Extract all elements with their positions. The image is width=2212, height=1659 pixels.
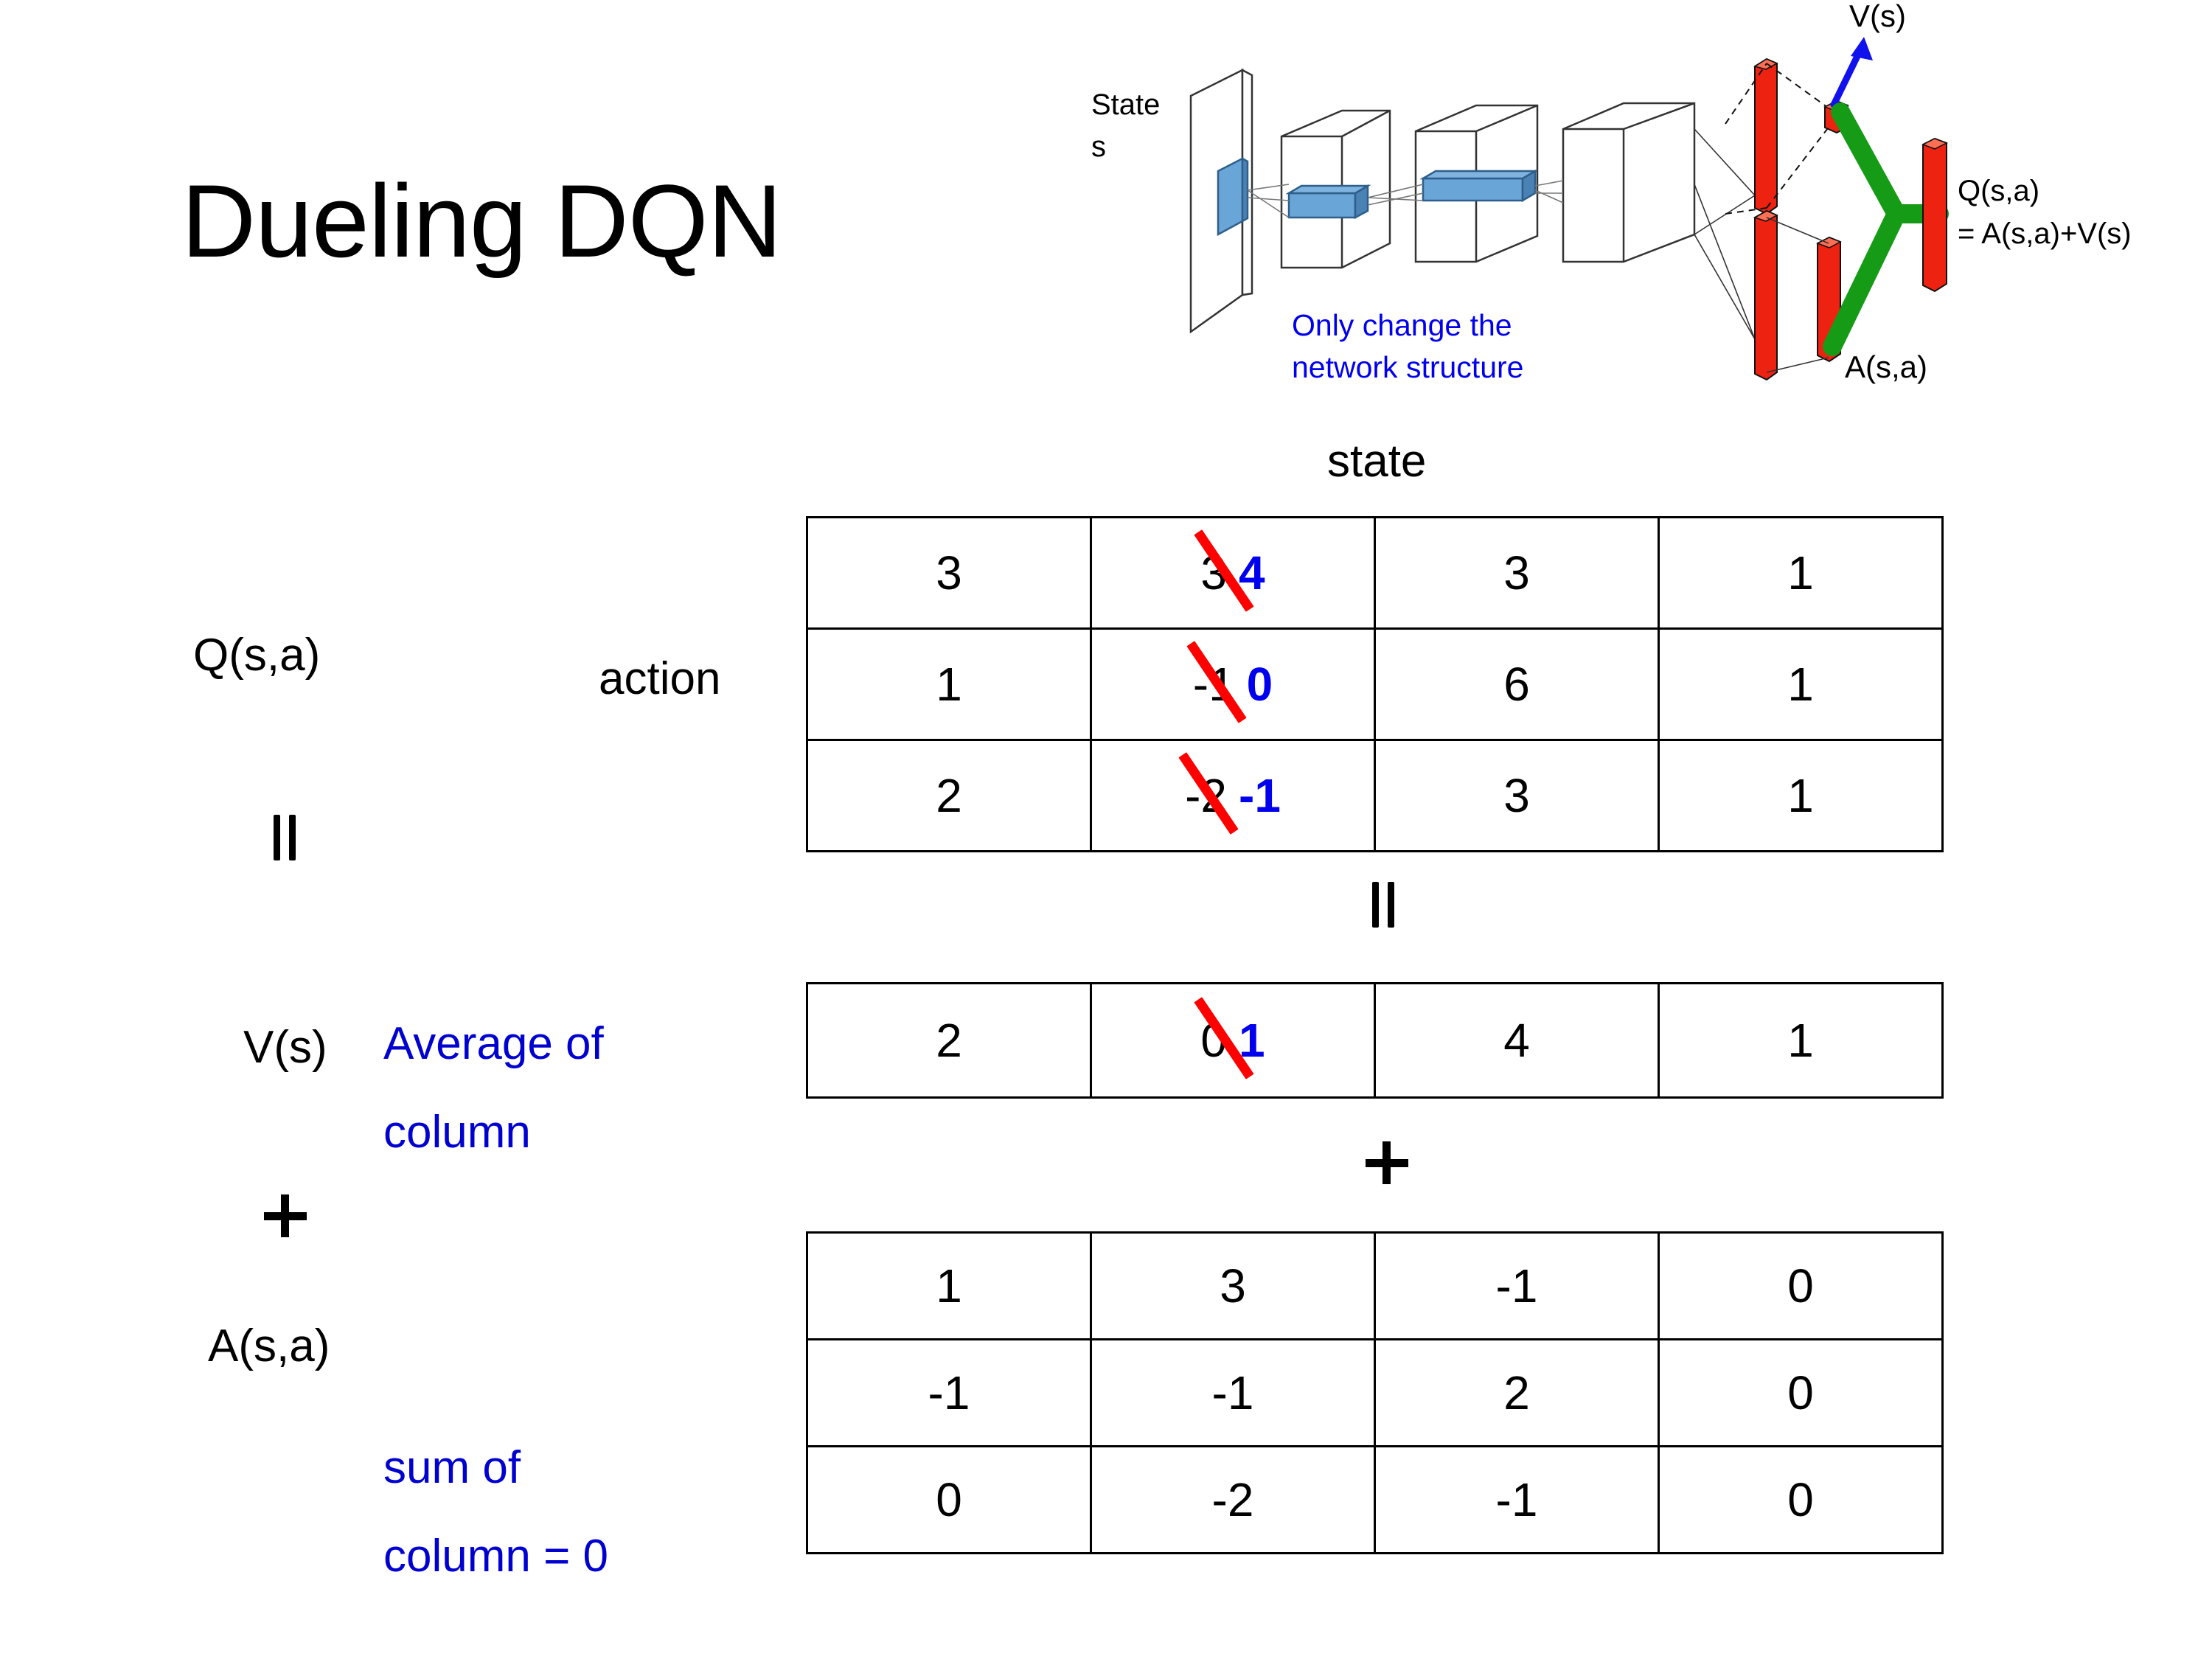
average-note-line1: Average of	[383, 1018, 604, 1069]
a-cell-r2c1[interactable]: -2	[1090, 1445, 1376, 1554]
q-function-label: Q(s,a)	[193, 630, 321, 681]
edited-value: -1 0	[1186, 641, 1273, 723]
table-row: 2 -2 -1 3 1	[806, 739, 1944, 852]
q-of-s-a-text: Q(s,a)	[1958, 175, 2039, 207]
average-note-line2: column	[383, 1107, 531, 1158]
v-table: 2 0 1 4 1	[806, 982, 1944, 1099]
q-equation-text: = A(s,a)+V(s)	[1958, 218, 2132, 250]
q-cell-r0c1[interactable]: 3 4	[1090, 516, 1376, 630]
dueling-network-diagram: State s Only change the network structur…	[1091, 0, 2212, 413]
plus-sign-left	[264, 1194, 307, 1237]
edited-value: 3 4	[1194, 529, 1265, 612]
new-value: 0	[1246, 658, 1273, 711]
v-of-s-text: V(s)	[1849, 0, 1906, 33]
q-table: 3 3 4 3 1 1 -1 0 6 1 2	[806, 516, 1944, 852]
new-value: 4	[1239, 546, 1265, 599]
v-cell-c2[interactable]: 4	[1374, 982, 1660, 1099]
edited-value: -2 -1	[1178, 752, 1281, 835]
q-cell-r0c3[interactable]: 1	[1658, 516, 1944, 630]
new-value: 1	[1239, 1014, 1265, 1067]
a-of-s-a-text: A(s,a)	[1845, 349, 1927, 384]
q-cell-r2c2[interactable]: 3	[1374, 739, 1660, 852]
q-cell-r1c3[interactable]: 1	[1658, 627, 1944, 741]
q-cell-r0c2[interactable]: 3	[1374, 516, 1660, 630]
new-value: -1	[1239, 769, 1281, 822]
a-cell-r0c3[interactable]: 0	[1658, 1231, 1944, 1340]
a-cell-r1c1[interactable]: -1	[1090, 1338, 1376, 1447]
table-row: 1 3 -1 0	[806, 1231, 1944, 1340]
state-s-text: s	[1091, 131, 1106, 163]
table-row: 0 -2 -1 0	[806, 1445, 1944, 1554]
q-cell-r2c1[interactable]: -2 -1	[1090, 739, 1376, 852]
q-cell-r2c3[interactable]: 1	[1658, 739, 1944, 852]
q-cell-r0c0[interactable]: 3	[806, 516, 1092, 630]
a-cell-r1c2[interactable]: 2	[1374, 1338, 1660, 1447]
a-cell-r1c3[interactable]: 0	[1658, 1338, 1944, 1447]
q-cell-r1c2[interactable]: 6	[1374, 627, 1660, 741]
v-function-label: V(s)	[243, 1022, 327, 1073]
a-table: 1 3 -1 0 -1 -1 2 0 0 -2 -1 0	[806, 1231, 1944, 1554]
a-cell-r0c1[interactable]: 3	[1090, 1231, 1376, 1340]
a-function-label: A(s,a)	[208, 1321, 330, 1371]
table-row: -1 -1 2 0	[806, 1338, 1944, 1447]
table-row: 2 0 1 4 1	[806, 982, 1944, 1099]
note-line1-text: Only change the	[1292, 308, 1512, 342]
v-cell-c0[interactable]: 2	[806, 982, 1092, 1099]
sum-note-line2: column = 0	[383, 1531, 609, 1582]
v-cell-c3[interactable]: 1	[1658, 982, 1944, 1099]
old-value: 0	[1194, 997, 1255, 1079]
note-line2-text: network structure	[1292, 350, 1523, 384]
old-value: -2	[1178, 752, 1239, 835]
q-cell-r1c0[interactable]: 1	[806, 627, 1092, 741]
state-axis-label: state	[1327, 436, 1427, 487]
a-cell-r2c2[interactable]: -1	[1374, 1445, 1660, 1554]
q-cell-r2c0[interactable]: 2	[806, 739, 1092, 852]
old-value: 3	[1194, 529, 1255, 612]
a-cell-r0c2[interactable]: -1	[1374, 1231, 1660, 1340]
table-row: 3 3 4 3 1	[806, 516, 1944, 630]
table-row: 1 -1 0 6 1	[806, 627, 1944, 741]
q-cell-r1c1[interactable]: -1 0	[1090, 627, 1376, 741]
a-cell-r0c0[interactable]: 1	[806, 1231, 1092, 1340]
action-axis-label: action	[599, 653, 721, 704]
page-title: Dueling DQN	[181, 163, 782, 279]
v-cell-c1[interactable]: 0 1	[1090, 982, 1376, 1099]
sum-note-line1: sum of	[383, 1442, 521, 1493]
old-value: -1	[1186, 641, 1247, 723]
equals-sign-mid	[1368, 882, 1402, 928]
a-cell-r2c3[interactable]: 0	[1658, 1445, 1944, 1554]
plus-sign-mid	[1366, 1141, 1408, 1184]
state-text: State	[1091, 88, 1160, 121]
a-cell-r2c0[interactable]: 0	[806, 1445, 1092, 1554]
edited-value: 0 1	[1194, 997, 1265, 1079]
a-cell-r1c0[interactable]: -1	[806, 1338, 1092, 1447]
equals-sign-left	[269, 815, 303, 860]
